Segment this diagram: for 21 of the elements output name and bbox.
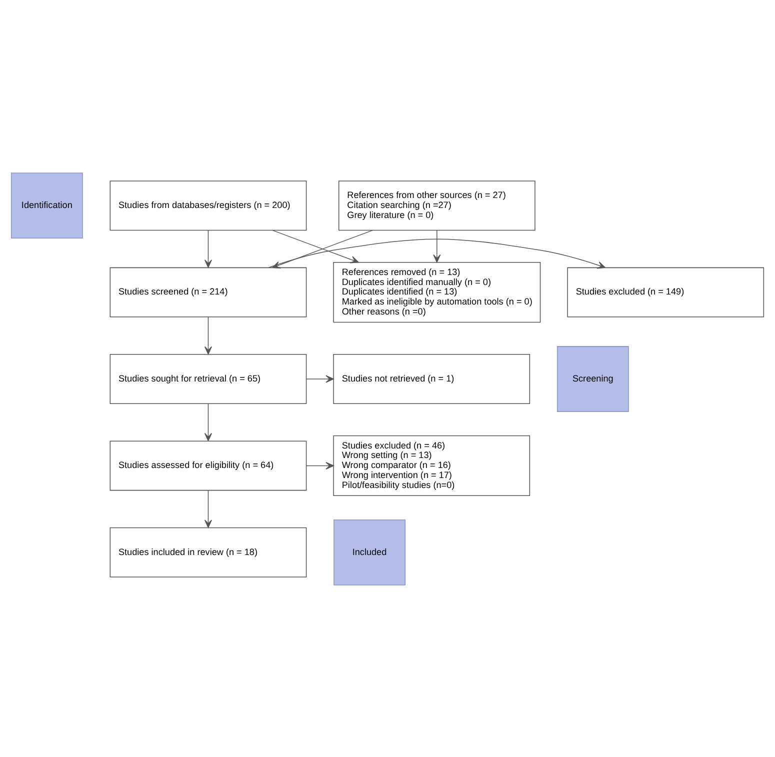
arrow [272, 229, 359, 263]
node-box: Identification [10, 172, 83, 238]
arrow [306, 461, 334, 469]
node-box: Studies excluded (n = 149) [567, 266, 764, 317]
node-box: Screening [556, 346, 629, 412]
arrow [204, 229, 212, 268]
arrow [204, 316, 212, 354]
node-box: References from other sources (n = 27) Citation searching (n =27) Grey literature (n = 0) [338, 180, 536, 230]
node-box: Included [334, 518, 406, 585]
node-box: Studies not retrieved (n = 1) [333, 354, 530, 404]
arrow [433, 229, 441, 262]
node-box: Studies included in review (n = 18) [110, 526, 307, 577]
node-box: Studies assessed for eligibility (n = 64) [110, 440, 307, 490]
node-box: Studies excluded (n = 46) Wrong setting (n = 13) Wrong comparator (n = 16) Wrong intervention (n = 17) Pilot/feasibility studies (n=0) [333, 434, 530, 496]
node-box: References removed (n = 13) Duplicates identified manually (n = 0) Duplicates identified (n = 13) Marked as ineligible by automation tools (n = 0) Other reasons (n =0) [333, 262, 541, 322]
node-box: Studies from databases/registers (n = 200) [110, 180, 307, 230]
node-box: Studies sought for retrieval (n = 65) [110, 354, 307, 404]
node-box: Studies screened (n = 214) [110, 266, 307, 317]
arrow [204, 490, 212, 528]
arrow [204, 402, 212, 441]
arrow [306, 374, 334, 382]
